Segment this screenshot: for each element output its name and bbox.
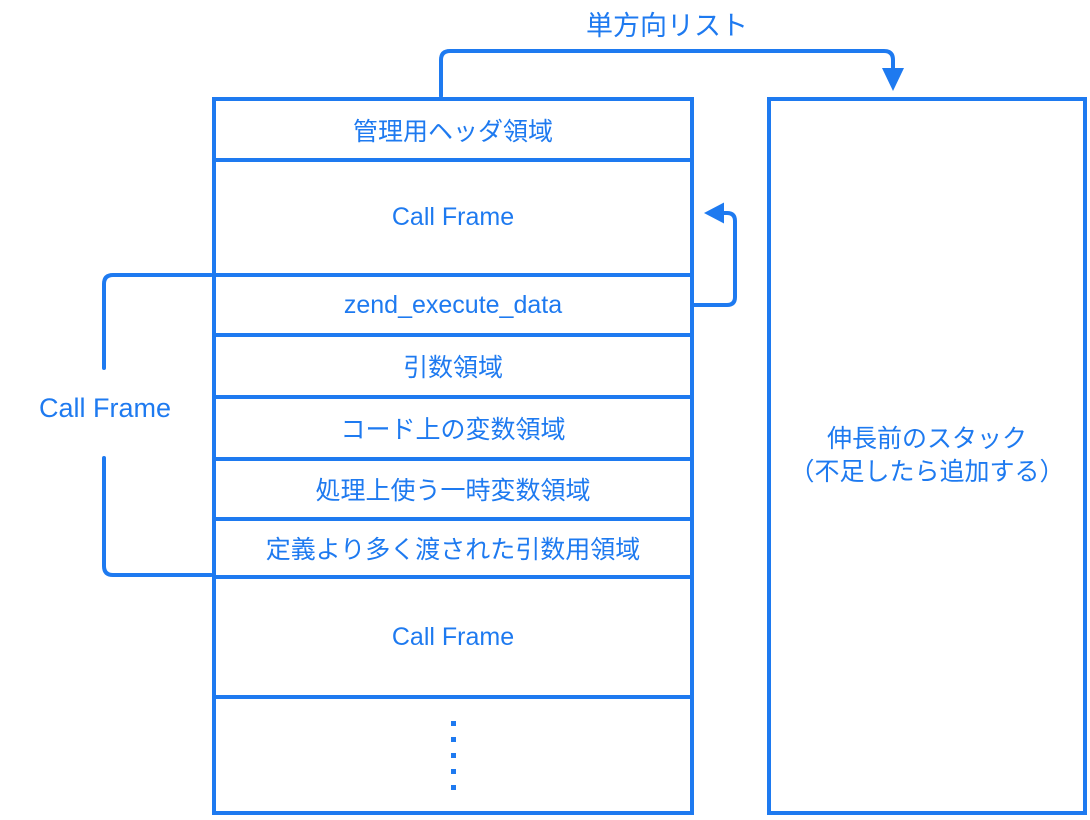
linked-list-arrowhead-down [882, 68, 904, 91]
pre-extension-stack-box: 伸長前のスタック （不足したら追加する） [767, 97, 1087, 815]
ellipsis-dot [450, 784, 456, 790]
row-call-frame-1: Call Frame [216, 162, 690, 277]
zend-execute-data-loop-line [691, 211, 737, 307]
row-code-variables-area: コード上の変数領域 [216, 399, 690, 461]
row-zend-execute-data: zend_execute_data [216, 277, 690, 337]
ellipsis-dot [450, 768, 456, 774]
call-frame-bracket-bottom [102, 456, 213, 577]
vertical-ellipsis [216, 699, 690, 811]
row-extra-arguments-area: 定義より多く渡された引数用領域 [216, 521, 690, 579]
row-arguments-area: 引数領域 [216, 337, 690, 399]
pre-extension-stack-line2: （不足したら追加する） [789, 458, 1065, 486]
linked-list-arrow-line [439, 49, 895, 98]
ellipsis-dot [450, 736, 456, 742]
call-frame-bracket-top [102, 273, 213, 370]
ellipsis-dot [450, 752, 456, 758]
row-management-header: 管理用ヘッダ領域 [216, 101, 690, 162]
pre-extension-stack-line1: 伸長前のスタック [826, 425, 1027, 453]
ellipsis-dot [450, 720, 456, 726]
zend-execute-data-arrowhead-left [704, 202, 724, 224]
singly-linked-list-label: 単方向リスト [586, 11, 748, 41]
row-temp-variables-area: 処理上使う一時変数領域 [216, 461, 690, 521]
left-bracket-label: Call Frame [38, 393, 172, 423]
row-call-frame-2: Call Frame [216, 579, 690, 699]
vm-stack-box: 管理用ヘッダ領域 Call Frame zend_execute_data 引数… [212, 97, 694, 815]
